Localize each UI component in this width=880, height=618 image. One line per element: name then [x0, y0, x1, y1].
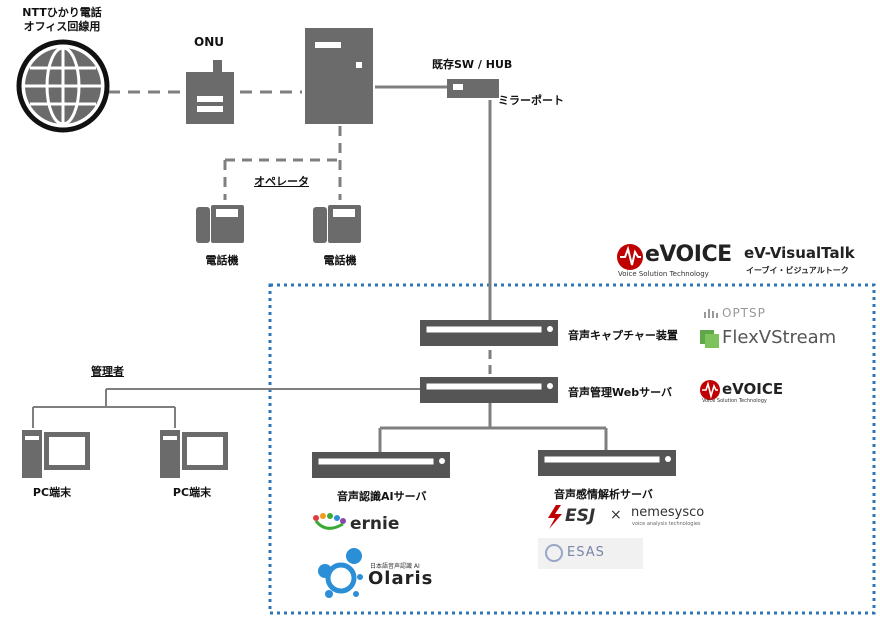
ernie-logo: ernie [350, 514, 400, 534]
switch-label: 既存SW / HUB [432, 58, 513, 71]
nemesysco-logo: nemesysco [631, 505, 705, 520]
visualtalk-logo: eV-VisualTalk [744, 244, 855, 262]
phone-1-label: 電話機 [205, 254, 239, 267]
evoice-mark-icon [617, 244, 643, 270]
phone-icon [313, 205, 361, 243]
switch-icon [447, 79, 499, 98]
visualtalk-sub: イーブイ・ビジュアルトーク [746, 266, 849, 275]
rack-server-icon [538, 450, 676, 476]
onu-icon [186, 60, 234, 124]
ntt-line-label-2: オフィス回線用 [23, 20, 101, 33]
rack-server-icon [420, 377, 558, 403]
pc-1-label: PC端末 [32, 486, 72, 499]
optsp-logo: OPTSP [722, 306, 766, 320]
pc-icon [160, 430, 228, 478]
esas-badge-icon [538, 538, 643, 569]
ntt-line-label: NTTひかり電話 オフィス回線用 [22, 6, 101, 34]
phone-icon [196, 205, 244, 243]
olaris-logo: Olaris [368, 568, 434, 589]
emotion-server-label: 音声感情解析サーバ [554, 488, 653, 501]
olaris-mark-icon [318, 548, 363, 598]
times-sign: × [610, 507, 622, 523]
operator-label: オペレータ [254, 175, 309, 188]
asr-server-label: 音声認識AIサーバ [337, 490, 427, 503]
flexvstream-logo: FlexVStream [722, 327, 837, 348]
mirror-port-label: ミラーポート [498, 94, 564, 107]
esj-mark-icon [548, 505, 562, 529]
pc-2-label: PC端末 [172, 486, 212, 499]
evoice-small-mark-icon [700, 380, 720, 400]
globe-icon [16, 39, 110, 133]
evoice-small-logo: eVOICE [722, 380, 784, 398]
onu-label: ONU [194, 35, 224, 49]
server-tower-icon [305, 28, 373, 124]
optsp-bars-icon [704, 309, 718, 318]
pc-icon [22, 430, 90, 478]
evoice-small-tagline: Voice Solution Technology [702, 398, 767, 404]
rack-server-icon [312, 452, 450, 478]
rack-server-icon [420, 320, 558, 346]
olaris-sub: 日本語音声認識 AI [370, 563, 420, 570]
flexvstream-mark-icon [700, 330, 719, 348]
capture-label: 音声キャプチャー装置 [568, 329, 678, 342]
system-boundary [268, 283, 876, 615]
admin-label: 管理者 [91, 365, 124, 378]
esj-logo: ESJ [565, 506, 596, 526]
phone-2-label: 電話機 [323, 254, 357, 267]
ntt-line-label-1: NTTひかり電話 [22, 6, 102, 19]
esas-logo: ESAS [567, 545, 605, 560]
ernie-mark-icon [313, 513, 346, 530]
nemesysco-sub: voice analysis technologies [632, 521, 701, 527]
evoice-tagline: Voice Solution Technology [618, 270, 709, 278]
evoice-logo: eVOICE [645, 242, 732, 267]
web-server-label: 音声管理Webサーバ [568, 386, 672, 399]
